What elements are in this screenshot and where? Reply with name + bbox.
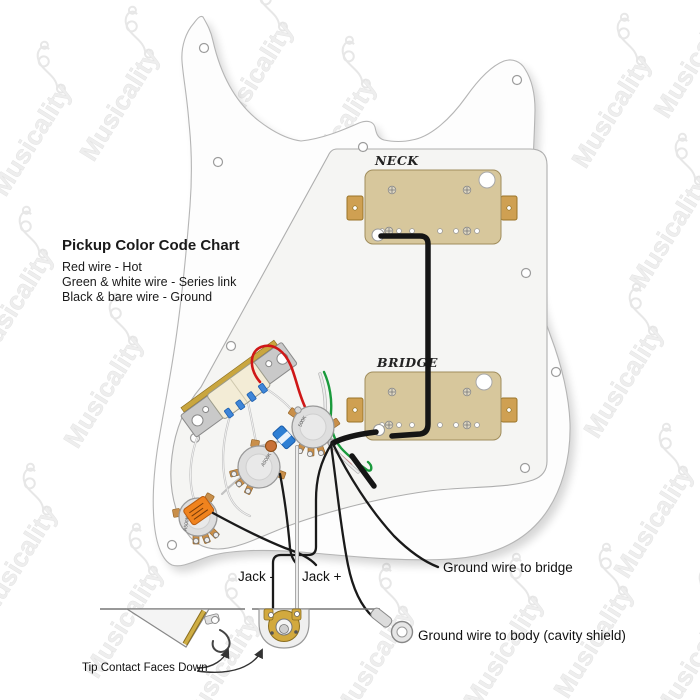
tip-contact-strip [183, 610, 206, 645]
neck-pickup-label: NECK [374, 153, 419, 168]
tone-pot-2-label: A500K [183, 515, 192, 531]
neck-pickup: NECK [346, 153, 518, 245]
annotation-labels: Jack - Jack + Ground wire to bridge Grou… [82, 560, 626, 674]
cable-stub [349, 453, 377, 489]
ground-wire-to-body [329, 443, 375, 619]
blue-capacitor [272, 425, 296, 450]
orange-capacitor [183, 496, 215, 526]
pot-ground-link-wire [278, 472, 298, 565]
legend-line-hot: Red wire - Hot [62, 260, 142, 274]
ring-terminal [370, 607, 414, 644]
bridge-pickup-cable [330, 429, 379, 446]
bridge-pole-screws [387, 387, 472, 397]
jack-side-view [100, 608, 245, 653]
black-wires [211, 441, 440, 619]
ground-body-label: Ground wire to body (cavity shield) [418, 628, 626, 643]
jack-negative-wire [271, 441, 334, 613]
volume-pot: 500K [288, 405, 341, 457]
ground-bridge-label: Ground wire to bridge [443, 560, 573, 575]
legend-line-ground: Black & bare wire - Ground [62, 290, 212, 304]
jack-positive-label: Jack + [302, 569, 342, 584]
series-link-green-wire [322, 370, 373, 472]
legend-title: Pickup Color Code Chart [62, 237, 240, 254]
output-jack-top-view [252, 608, 380, 649]
volume-pot-label: 500K [297, 414, 308, 428]
ceramic-disc-capacitor [265, 440, 277, 452]
jack-negative-label: Jack - [238, 569, 274, 584]
legend-line-series: Green & white wire - Series link [62, 275, 237, 289]
tip-contact-label: Tip Contact Faces Down [82, 662, 207, 674]
tone-pot-2: A500K [172, 492, 220, 545]
bridge-pickup-label: BRIDGE [376, 355, 438, 370]
screw-holes [166, 42, 562, 551]
neck-pole-screws [387, 185, 472, 195]
legend-block: Pickup Color Code Chart Red wire - Hot G… [62, 237, 240, 304]
pickup-cables [330, 228, 431, 489]
tip-note-arrows [196, 648, 263, 673]
tone-pot-1: A500K [229, 439, 287, 495]
switch-lugs [224, 383, 268, 419]
neck-pickup-cable [378, 233, 431, 439]
tone-cap-wire [211, 511, 318, 567]
ground-wire-to-bridge [331, 442, 440, 569]
bridge-pickup: BRIDGE [346, 355, 518, 441]
